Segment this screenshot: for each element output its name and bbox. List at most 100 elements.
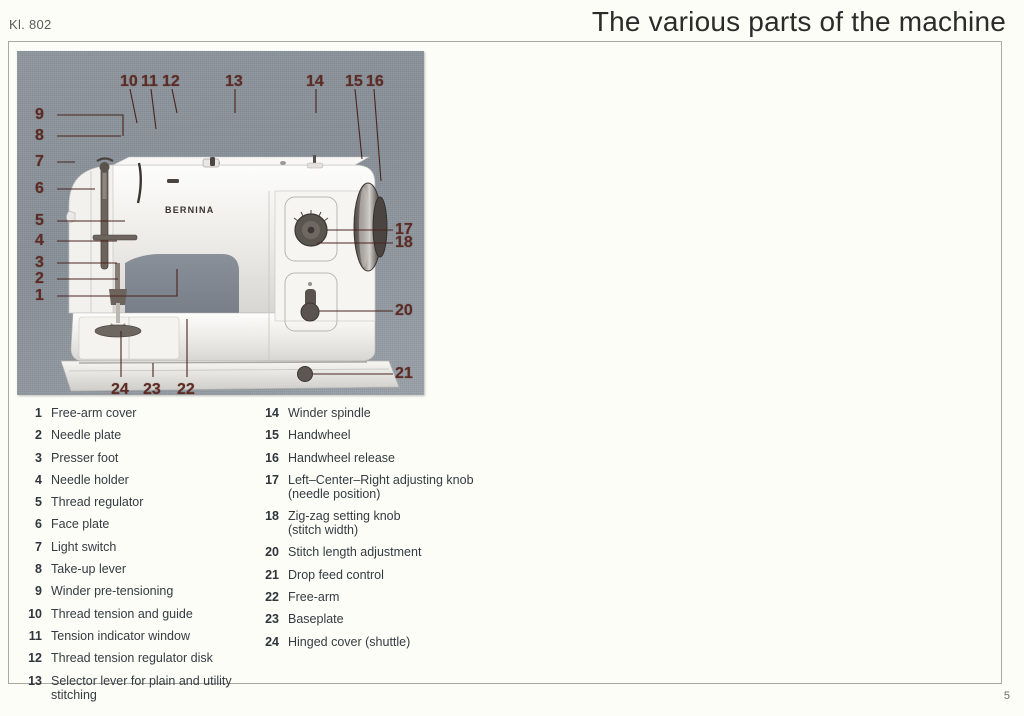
part-label-main: Handwheel release (288, 450, 396, 465)
part-label: Face plate (51, 517, 253, 531)
part-number: 16 (265, 450, 279, 465)
part-label: Zig-zag setting knob(stitch width) (288, 509, 555, 537)
model-label: Kl. 802 (9, 17, 52, 32)
part-number: 6 (35, 517, 42, 532)
part-number: 24 (265, 634, 279, 649)
part-label-main: Needle holder (51, 472, 129, 487)
part-label: Take-up lever (51, 562, 253, 576)
part-number: 3 (35, 450, 42, 465)
part-label-main: Needle plate (51, 428, 122, 443)
part-label: Presser foot (51, 451, 253, 465)
part-number: 18 (265, 509, 279, 524)
part-label: Thread regulator (51, 495, 253, 509)
callout-18: 18 (395, 234, 413, 251)
part-label: Thread tension and guide (51, 607, 253, 621)
callout-1: 1 (35, 287, 44, 304)
callout-2: 2 (35, 270, 44, 287)
part-number: 9 (35, 584, 42, 599)
callout-10: 10 (120, 73, 138, 90)
callout-24: 24 (111, 381, 129, 395)
part-label-main: Free-arm cover (51, 406, 137, 420)
part-list-item: 22 Free-arm (255, 590, 555, 604)
callout-12: 12 (162, 73, 180, 90)
part-label: Drop feed control (288, 568, 555, 582)
part-list-item: 6 Face plate (18, 517, 253, 531)
parts-list-right: 14 Winder spindle 15 Handwheel 16 Handwheel r… (255, 406, 555, 657)
part-list-item: 8 Take-up lever (18, 562, 253, 576)
callout-14: 14 (306, 73, 324, 90)
part-number: 2 (35, 428, 42, 443)
callout-8: 8 (35, 127, 44, 144)
part-label-main: Baseplate (288, 612, 344, 627)
part-list-item: 9 Winder pre-tensioning (18, 584, 253, 598)
part-label-sub: stitching (51, 687, 97, 702)
part-label-sub: (needle position) (288, 486, 381, 501)
callout-22: 22 (177, 381, 195, 395)
part-label: Thread tension regulator disk (51, 651, 253, 665)
part-list-item: 15 Handwheel (255, 428, 555, 442)
part-label: Winder pre-tensioning (51, 584, 253, 598)
part-label-main: Handwheel (288, 428, 351, 443)
part-list-item: 18 Zig-zag setting knob(stitch width) (255, 509, 555, 537)
machine-photo: BERNINA (17, 51, 424, 395)
part-list-item: 17 Left–Center–Right adjusting knob(needl… (255, 473, 555, 501)
part-list-item: 3 Presser foot (18, 451, 253, 465)
callout-3: 3 (35, 254, 44, 271)
part-label: Free-arm (288, 590, 555, 604)
callout-23: 23 (143, 381, 161, 395)
callout-4: 4 (35, 232, 44, 249)
callout-13: 13 (225, 73, 243, 90)
part-label: Left–Center–Right adjusting knob(needle … (288, 473, 555, 501)
part-label: Needle holder (51, 473, 253, 487)
part-label: Needle plate (51, 428, 253, 442)
part-label-main: Thread regulator (51, 495, 144, 510)
part-list-item: 11 Tension indicator window (18, 629, 253, 643)
part-number: 21 (265, 567, 279, 582)
part-list-item: 16 Handwheel release (255, 451, 555, 465)
part-label: Free-arm cover (51, 406, 253, 420)
part-label-main: Thread tension regulator disk (51, 651, 213, 666)
callout-5: 5 (35, 212, 44, 229)
callout-leader-lines (57, 88, 393, 377)
part-number: 7 (35, 539, 42, 554)
callout-15: 15 (345, 73, 363, 90)
part-label-main: Selector lever for plain and utility (51, 673, 232, 688)
part-number: 14 (265, 406, 279, 420)
part-label: Tension indicator window (51, 629, 253, 643)
part-number: 15 (265, 428, 279, 443)
part-number: 4 (35, 472, 42, 487)
part-list-item: 20 Stitch length adjustment (255, 545, 555, 559)
part-label-main: Face plate (51, 517, 110, 532)
part-number: 20 (265, 545, 279, 560)
part-label: Handwheel (288, 428, 555, 442)
part-label-main: Stitch length adjustment (288, 545, 422, 560)
callout-21: 21 (395, 365, 413, 382)
part-list-item: 4 Needle holder (18, 473, 253, 487)
part-label: Stitch length adjustment (288, 545, 555, 559)
part-label-sub: (stitch width) (288, 523, 359, 538)
svg-text:BERNINA: BERNINA (165, 205, 214, 215)
part-list-item: 21 Drop feed control (255, 568, 555, 582)
callout-11: 11 (141, 73, 158, 90)
part-label-main: Drop feed control (288, 567, 384, 582)
part-number: 17 (265, 472, 279, 487)
part-number: 8 (35, 562, 42, 577)
part-label-main: Thread tension and guide (51, 606, 193, 621)
part-label: Winder spindle (288, 406, 555, 420)
part-number: 22 (265, 590, 279, 605)
part-label-main: Zig-zag setting knob (288, 509, 401, 524)
part-label-main: Hinged cover (shuttle) (288, 634, 411, 649)
part-label-main: Presser foot (51, 450, 119, 465)
callout-9: 9 (35, 106, 44, 123)
part-list-item: 14 Winder spindle (255, 406, 555, 420)
part-number: 11 (28, 628, 42, 643)
part-label: Handwheel release (288, 451, 555, 465)
